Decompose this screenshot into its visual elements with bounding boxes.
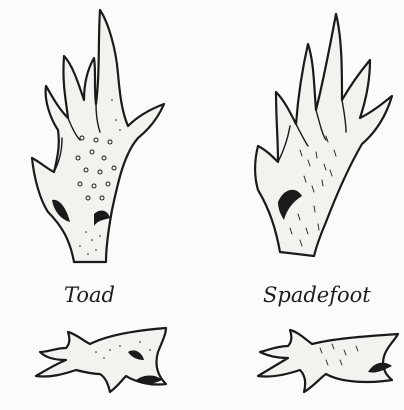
toad-foot-drawing bbox=[32, 10, 164, 262]
toad-foot-side-view bbox=[36, 328, 166, 392]
toad-caption: Toad bbox=[64, 285, 115, 306]
spadefoot-foot-drawing bbox=[255, 14, 392, 256]
spadefoot-caption: Spadefoot bbox=[263, 285, 371, 306]
spadefoot-foot-side-view bbox=[258, 330, 398, 392]
